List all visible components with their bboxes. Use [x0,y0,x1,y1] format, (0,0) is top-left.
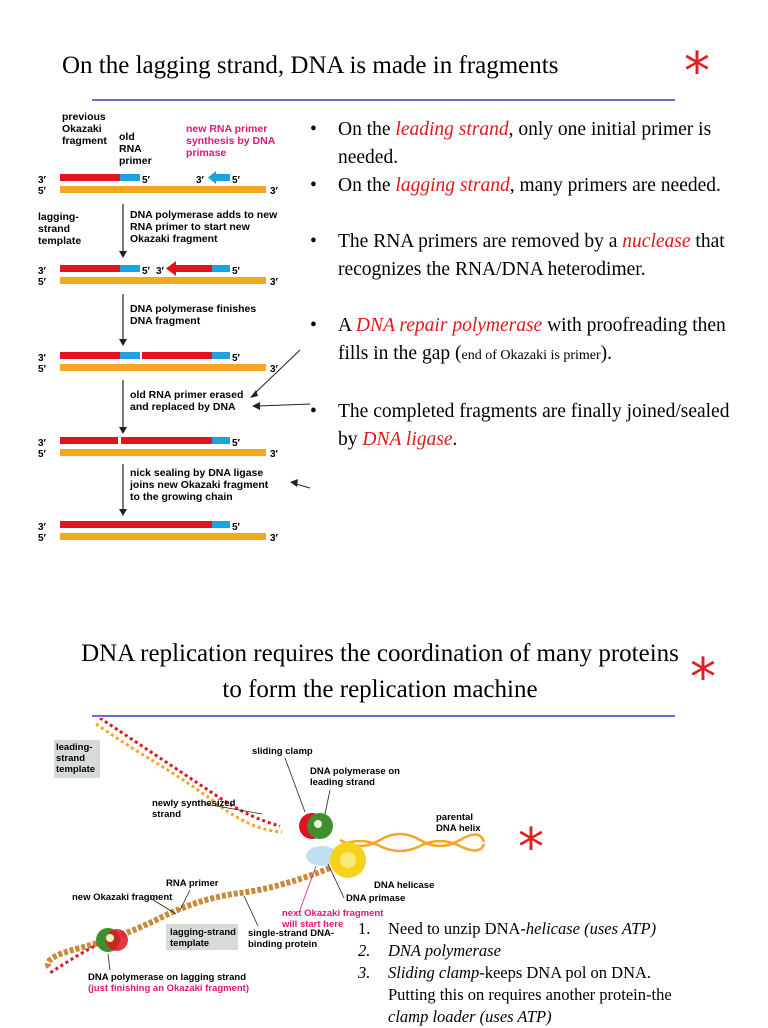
svg-text:5′: 5′ [38,449,47,460]
svg-text:3′: 3′ [38,522,47,533]
svg-text:3′: 3′ [270,364,279,375]
strand-row-3: 3′ 5′ 5′ 3′ [38,352,279,375]
leading-template-box [54,740,100,778]
slide2-protein-list: 1.Need to unzip DNA-helicase (uses ATP) … [358,918,763,1028]
label-new-okazaki: new Okazaki fragment [72,892,173,903]
svg-text:5′: 5′ [232,353,241,364]
slide2-star-mark: * [690,648,716,708]
slide1-star-mark: * [684,42,710,102]
list-item-clamp-line3: clamp loader (uses ATP) [388,1007,552,1026]
label-prev-1: previous [62,111,106,123]
label-helicase: DNA helicase [374,880,434,891]
slide2-rule [92,715,675,717]
pointer-repair [257,403,310,407]
list-item-clamp: 3.Sliding clamp-keeps DNA pol on DNA. [358,963,652,982]
svg-text:3′: 3′ [196,175,205,186]
list-item-clamp-line2: Putting this on requires another protein… [388,985,672,1004]
svg-text:5′: 5′ [142,266,151,277]
svg-text:3′: 3′ [38,438,47,449]
list-item-polymerase: 2.DNA polymerase [358,941,501,960]
label-rna-primer: RNA primer [166,878,219,889]
slide2-star-mark-2: * [518,818,544,878]
label-primase: DNA primase [346,893,405,904]
svg-text:5′: 5′ [232,522,241,533]
svg-text:3′: 3′ [38,353,47,364]
svg-text:3′: 3′ [270,186,279,197]
bullet-repair-polymerase: A DNA repair polymerase with proofreadin… [310,312,730,370]
slide1-title: On the lagging strand, DNA is made in fr… [62,52,559,79]
svg-text:3′: 3′ [270,449,279,460]
slide2-title: DNA replication requires the coordinatio… [81,640,679,703]
svg-text:5′: 5′ [38,533,47,544]
slide1-bullets: On the leading strand, only one initial … [310,116,730,454]
svg-text:3′: 3′ [270,277,279,288]
label-ssb: single-strand DNA-binding protein [248,928,334,950]
svg-text:3′: 3′ [270,533,279,544]
svg-text:5′: 5′ [232,266,241,277]
svg-text:5′: 5′ [232,175,241,186]
pointer-ligase [295,483,310,489]
svg-text:3′: 3′ [38,266,47,277]
bullet-leading: On the leading strand, only one initial … [310,116,730,172]
list-item-helicase: 1.Need to unzip DNA-helicase (uses ATP) [358,919,657,938]
label-prev-3: fragment [62,135,107,147]
bullet-nuclease: The RNA primers are removed by a nucleas… [310,228,730,284]
svg-text:5′: 5′ [232,438,241,449]
svg-text:5′: 5′ [38,277,47,288]
bullet-lagging: On the lagging strand, many primers are … [310,172,730,200]
label-previous: previous Okazaki fragment [62,111,109,147]
svg-text:3′: 3′ [156,266,165,277]
bullet-ligase: The completed fragments are finally join… [310,398,730,454]
svg-text:3′: 3′ [38,175,47,186]
strand-row-1: 3′ 5′ 5′ 3′ 5′ 3′ [38,171,279,197]
label-pol-lagging-note: (just finishing an Okazaki fragment) [88,983,249,994]
label-pol-lagging: DNA polymerase on lagging strand [88,972,246,983]
strand-row-2: 3′ 5′ 5′ 3′ 5′ 3′ [38,261,279,288]
primase-shape [306,846,338,866]
pointer-nuclease [251,349,301,397]
svg-text:5′: 5′ [38,364,47,375]
slide1-rule [92,99,675,101]
label-prev-2: Okazaki [62,123,102,135]
svg-text:5′: 5′ [142,175,151,186]
strand-row-5: 3′ 5′ 5′ 3′ [38,521,279,544]
svg-text:5′: 5′ [38,186,47,197]
strand-row-4: 3′ 5′ 5′ 3′ [38,437,279,460]
lagging-template-box [166,924,238,950]
label-sliding-clamp: sliding clamp [252,746,313,757]
